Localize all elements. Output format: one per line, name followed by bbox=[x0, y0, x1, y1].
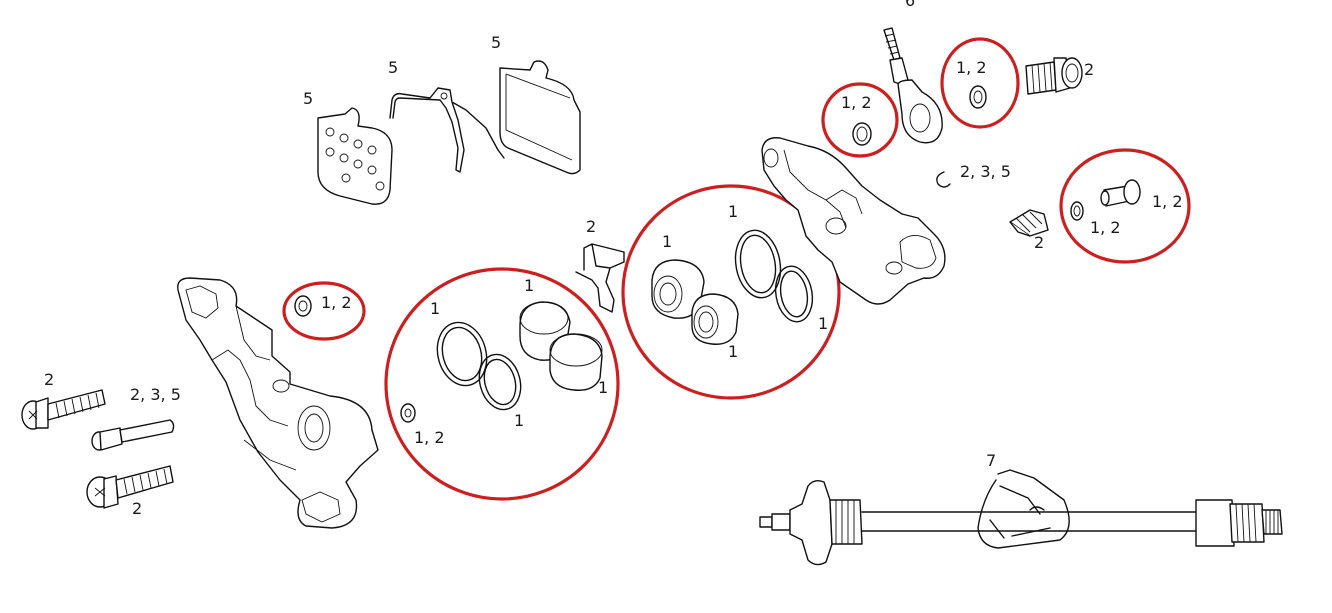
label-outboard-crossover-washer: 1, 2 bbox=[414, 428, 445, 447]
highlight-circle-bleed-port bbox=[1059, 148, 1191, 264]
inboard-piston-a bbox=[651, 259, 705, 319]
highlight-circle-outboard-washer bbox=[282, 281, 366, 341]
banjo-fitting bbox=[883, 27, 943, 144]
highlight-circle-banjo-washer bbox=[821, 82, 899, 158]
label-inboard-seal-b: 1 bbox=[818, 314, 828, 333]
bleed-port-fitting bbox=[1100, 179, 1141, 207]
label-bleed-tool: 7 bbox=[986, 451, 996, 470]
label-banjo-washer: 1, 2 bbox=[841, 93, 872, 112]
outboard-crossover-washer bbox=[400, 403, 416, 423]
highlight-circle-banjo-bolt-washer bbox=[940, 37, 1020, 129]
mount-bolt-top bbox=[21, 389, 106, 430]
label-retaining-clip: 2, 3, 5 bbox=[960, 162, 1011, 181]
inboard-seal-a bbox=[734, 229, 782, 299]
label-pad-right: 5 bbox=[491, 33, 501, 52]
outboard-piston-b bbox=[549, 333, 603, 391]
label-banjo-bolt: 2 bbox=[1084, 60, 1094, 79]
label-mount-bolt-top: 2 bbox=[44, 370, 54, 389]
brake-pad-right bbox=[499, 60, 581, 175]
pad-spring bbox=[389, 87, 505, 173]
label-outboard-piston-a: 1 bbox=[524, 276, 534, 295]
outboard-seal-a bbox=[436, 321, 488, 387]
retaining-clip bbox=[936, 171, 951, 188]
label-spring: 5 bbox=[388, 58, 398, 77]
caliper-half-right bbox=[761, 137, 946, 305]
inboard-piston-b bbox=[691, 293, 739, 345]
bleed-tool bbox=[759, 469, 1283, 566]
banjo-bolt bbox=[1025, 57, 1083, 95]
bleed-screw bbox=[1009, 209, 1049, 237]
label-outboard-seal-a: 1 bbox=[430, 299, 440, 318]
label-mount-bolt-bottom: 2 bbox=[132, 499, 142, 518]
bleed-washer bbox=[1070, 201, 1084, 221]
label-outboard-seal-b: 1 bbox=[514, 411, 524, 430]
outboard-seal-b bbox=[478, 353, 522, 411]
label-inboard-piston-a: 1 bbox=[662, 232, 672, 251]
label-pad-left: 5 bbox=[303, 89, 313, 108]
caliper-half-left bbox=[177, 277, 379, 529]
pad-retention-pin bbox=[91, 419, 175, 451]
label-bleed-washer: 1, 2 bbox=[1090, 218, 1121, 237]
label-inboard-piston-b: 1 bbox=[728, 342, 738, 361]
pad-spring-clip bbox=[575, 243, 625, 313]
label-pad-clip: 2 bbox=[586, 217, 596, 236]
highlight-circle-outboard-pistons bbox=[384, 267, 620, 501]
inboard-seal-b bbox=[774, 265, 814, 323]
label-outboard-washer: 1, 2 bbox=[321, 293, 352, 312]
label-banjo-fitting: 6 bbox=[905, 0, 915, 10]
label-outboard-piston-b: 1 bbox=[598, 378, 608, 397]
mount-bolt-bottom bbox=[86, 465, 174, 509]
label-banjo-bolt-washer: 1, 2 bbox=[956, 58, 987, 77]
brake-pad-left bbox=[317, 107, 393, 205]
label-bleed-screw: 2 bbox=[1034, 233, 1044, 252]
banjo-bolt-washer bbox=[969, 85, 987, 109]
banjo-washer bbox=[852, 122, 872, 146]
label-inboard-seal-a: 1 bbox=[728, 202, 738, 221]
label-pad-pin: 2, 3, 5 bbox=[130, 385, 181, 404]
outboard-washer bbox=[294, 295, 312, 317]
label-bleed-port: 1, 2 bbox=[1152, 192, 1183, 211]
highlight-circle-inboard-pistons bbox=[621, 184, 841, 400]
